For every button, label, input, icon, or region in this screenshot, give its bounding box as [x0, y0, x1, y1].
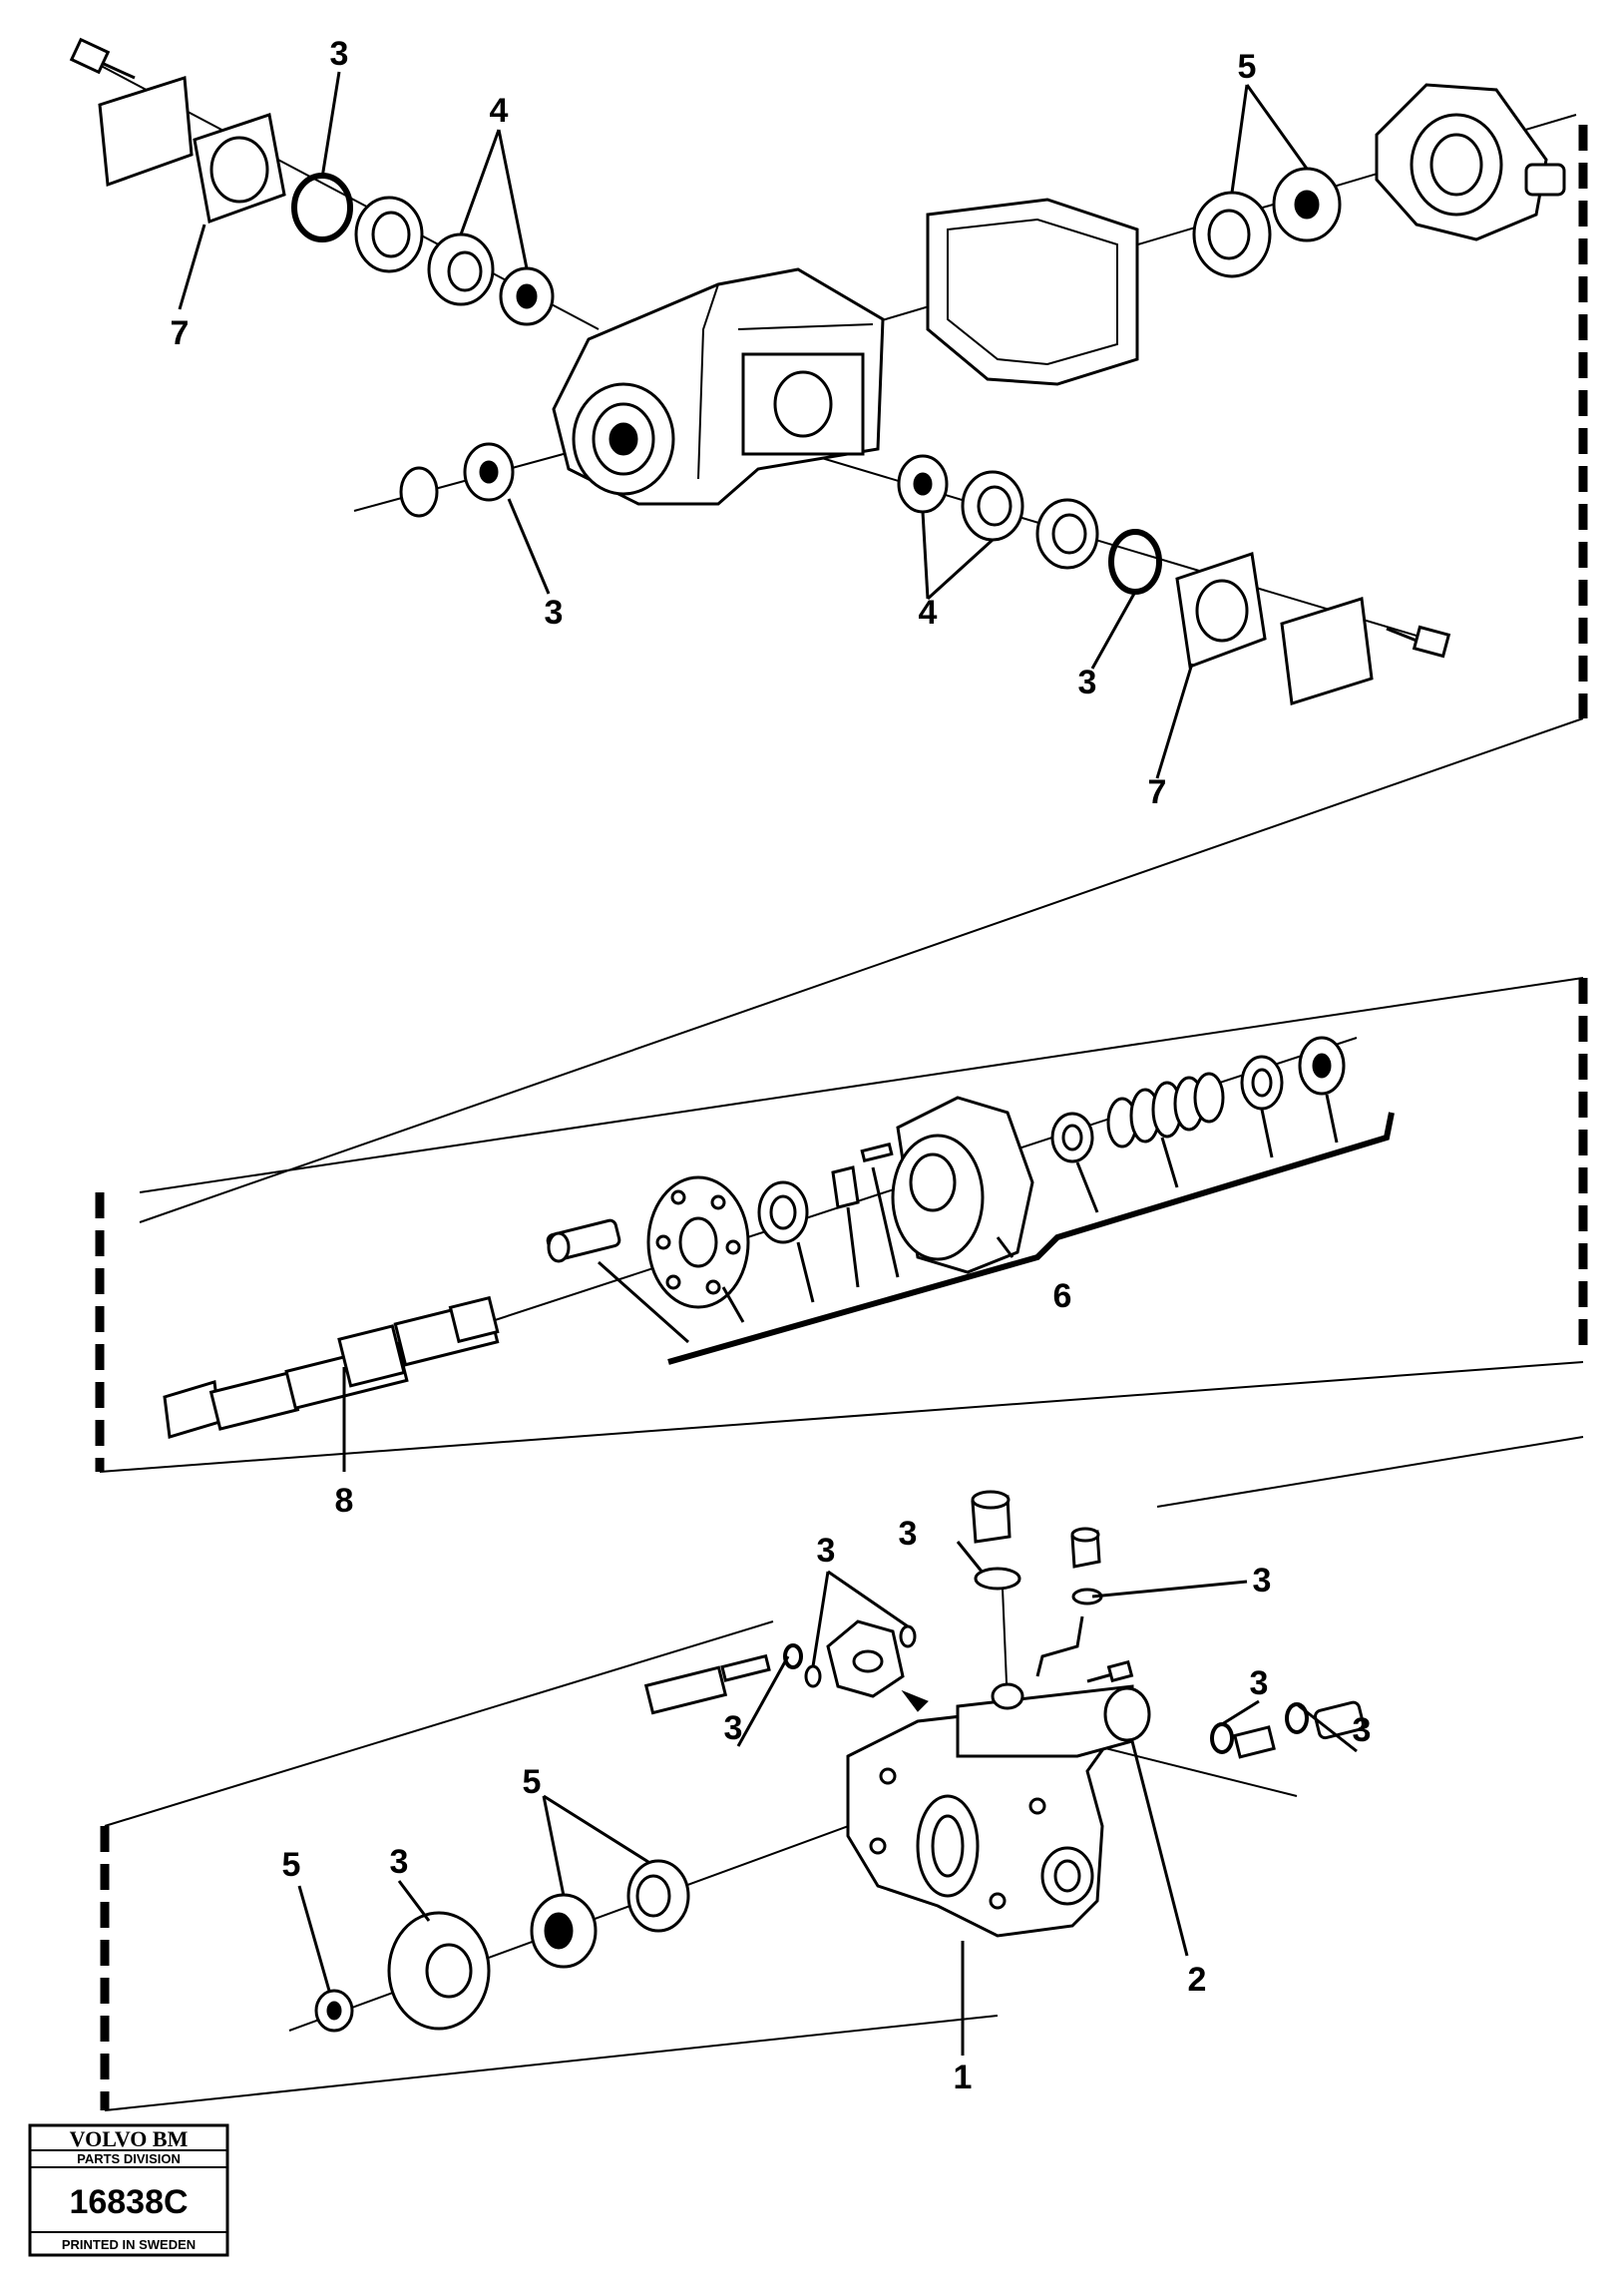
callout-label-1: 1: [954, 2059, 973, 2096]
callout-label-3-thrust-plate: 3: [390, 1843, 409, 1881]
pump-cover: [846, 1682, 1151, 1938]
bearing-cup-top-right: [1192, 191, 1272, 278]
roller-bearing-mid-right: [897, 454, 949, 514]
gasket-mid-right: [1175, 552, 1267, 670]
volvo-bm-stamp: VOLVO BM PARTS DIVISION 16838C PRINTED I…: [28, 2123, 229, 2257]
callout-label-4-top-left: 4: [490, 92, 509, 130]
callout-label-5-top-right: 5: [1238, 48, 1257, 86]
callout-label-3-right-b: 3: [1353, 1711, 1372, 1749]
plug-top-right: [1035, 1527, 1103, 1677]
washer-middle-right-a: [1240, 1055, 1284, 1111]
upper-assembly: 3 4 5 7 3 4 3 7: [69, 35, 1588, 1223]
drive-shaft: [163, 1295, 500, 1439]
callout-label-3-plug-top-right: 3: [1253, 1562, 1272, 1600]
flange-gasket-bottom: [804, 1619, 929, 1712]
o-ring-top-left: [291, 173, 353, 242]
frame-line-bottom-top-right: [1156, 1436, 1584, 1508]
end-cap-top-right: [1375, 83, 1566, 241]
callout-label-5-seal: 5: [282, 1846, 301, 1884]
callout-label-3-top-left: 3: [330, 35, 349, 73]
frame-line-upper: [139, 717, 1584, 1223]
pump-housing: [552, 267, 885, 506]
bolt-top-left: [69, 37, 136, 80]
bushing-middle: [757, 1180, 809, 1244]
seal-middle-right: [1298, 1036, 1346, 1096]
bearing-cup-mid-right-b: [1035, 498, 1099, 570]
bracket-group-6: [598, 1094, 1395, 1365]
stamp-printed: PRINTED IN SWEDEN: [62, 2237, 196, 2252]
leader-lines-top: [178, 71, 1309, 779]
o-ring-pin: [783, 1643, 803, 1669]
roller-bearing-top-left: [499, 266, 555, 326]
stamp-division: PARTS DIVISION: [77, 2151, 181, 2166]
callout-label-2: 2: [1188, 1961, 1207, 1999]
plug-bottom-right-a: [1233, 1725, 1276, 1759]
washer-middle: [1050, 1112, 1094, 1163]
housing-gasket: [926, 198, 1139, 386]
callout-label-3-mid-left: 3: [545, 594, 564, 632]
frame-line-bottom-top-left: [104, 1620, 774, 1827]
o-ring-bottom-right-a: [1210, 1722, 1234, 1754]
rotor: [891, 1096, 1034, 1274]
stamp-brand: VOLVO BM: [70, 2126, 189, 2151]
relief-valve-pin: [643, 1653, 771, 1715]
axis-line-bottom-right: [1096, 1745, 1298, 1797]
leader-lines-bottom: [297, 1541, 1358, 2056]
callout-label-6: 6: [1053, 1277, 1072, 1315]
callout-label-3-right-a: 3: [1250, 1664, 1269, 1702]
snap-ring-mid-left: [399, 466, 439, 518]
small-bolt-bottom: [1086, 1659, 1134, 1683]
cover-plate-mid-right: [1280, 597, 1374, 705]
frame-line-bottom-bottom: [104, 2015, 999, 2111]
lower-assembly: 3 3 3 3 3 3 3 5 5 1 2: [100, 1436, 1584, 2111]
gasket-top-left: [193, 113, 286, 225]
roller-bearing-bottom: [530, 1893, 598, 1969]
stamp-number: 16838C: [69, 2183, 188, 2221]
callout-label-7-mid-right: 7: [1148, 773, 1167, 811]
bearing-cup-top-left: [354, 196, 424, 273]
bearing-top-left-a: [427, 232, 495, 306]
key-middle: [831, 1142, 894, 1209]
spring-middle: [1106, 1072, 1225, 1148]
middle-assembly: 6 8: [95, 977, 1588, 1520]
plug-top: [971, 1490, 1021, 1707]
callout-label-3-mid-right: 3: [1078, 664, 1097, 701]
bolt-mid-right: [1386, 625, 1451, 659]
callout-label-4-mid-right: 4: [919, 594, 938, 632]
callout-label-3-pin: 3: [724, 1709, 743, 1747]
frame-line-middle-bottom: [99, 1361, 1584, 1473]
thrust-plate-bottom: [387, 1911, 491, 2031]
callout-label-7-top-left: 7: [171, 314, 190, 352]
bearing-cup-mid-right-a: [961, 470, 1024, 542]
roller-bearing-top-right: [1272, 167, 1342, 242]
cap-screw-middle: [546, 1218, 621, 1263]
o-ring-mid-right: [1108, 529, 1162, 595]
callout-label-3-gasket: 3: [817, 1532, 836, 1570]
callout-label-3-plug-top: 3: [899, 1515, 918, 1553]
cover-plate-top-left: [98, 76, 194, 188]
needle-bearing-mid-left: [463, 442, 515, 502]
seal-bottom-left: [314, 1989, 354, 2033]
bearing-cup-bottom: [626, 1859, 690, 1933]
port-plate: [646, 1175, 750, 1309]
callout-label-5-bearings: 5: [523, 1763, 542, 1801]
frame-line-middle-top: [139, 977, 1584, 1193]
callout-label-8: 8: [335, 1482, 354, 1520]
